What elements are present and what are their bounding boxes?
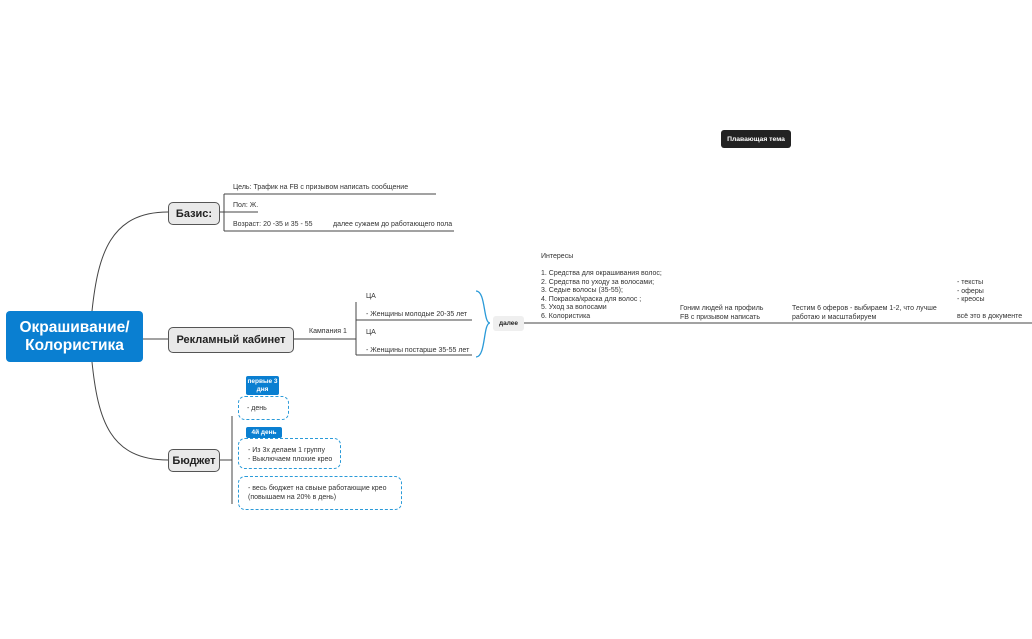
basis-gender: Пол: Ж. <box>233 202 259 209</box>
floating-topic[interactable]: Плавающая тема <box>721 130 791 148</box>
branch-ads-cabinet[interactable]: Рекламный кабинет <box>168 327 294 353</box>
assets-topic: - тексты - оферы - креосы всё это в доку… <box>957 279 1022 322</box>
interests-line: 2. Средства по уходу за волосами; <box>541 278 655 286</box>
audience-2-desc: - Женщины постарше 35-55 лет <box>366 347 470 354</box>
first-days-text: - день <box>247 405 267 412</box>
final-budget-line: (повышаем на 20% в день) <box>248 493 337 501</box>
interests-line: 6. Колористика <box>541 312 591 320</box>
interests-line <box>541 262 662 271</box>
basis-age-note: далее сужаем до работающего пола <box>333 221 453 228</box>
final-budget-line: - весь бюджет на свыые работающие крео <box>248 485 387 492</box>
interests-line: 3. Седые волосы (35-55); <box>541 287 623 294</box>
branch-basis[interactable]: Базис: <box>168 202 220 225</box>
assets-line: - оферы <box>957 287 984 295</box>
audience-1-desc: - Женщины молодые 20-35 лет <box>366 311 468 318</box>
drive-traffic-line: FB с призывом написать <box>680 313 761 321</box>
test-offers-topic: Тестим 6 оферов - выбираем 1-2, что лучш… <box>792 305 937 322</box>
interests-line: 4. Покраска/краска для волос ; <box>541 295 642 303</box>
test-offers-line: Тестим 6 оферов - выбираем 1-2, что лучш… <box>792 305 937 312</box>
first-days-tag-label: первые 3 дня <box>247 378 278 393</box>
audience-1-title: ЦА <box>366 293 376 300</box>
interests-line: Интересы <box>541 253 574 260</box>
fourth-day-tag-label: 4й день <box>251 428 277 436</box>
assets-line <box>957 305 1022 314</box>
first-days-tag: первые 3 дня <box>246 376 279 395</box>
interests-line: 1. Средства для окрашивания волос; <box>541 270 662 277</box>
fourth-day-line: - Выключаем плохие крео <box>248 455 333 463</box>
root-label: Окрашивание/ Колористика <box>19 318 130 354</box>
final-budget-box[interactable]: - весь бюджет на свыые работающие крео (… <box>238 476 402 510</box>
assets-line: - тексты <box>957 279 984 286</box>
fourth-day-tag: 4й день <box>246 427 282 438</box>
first-days-box[interactable]: - день <box>238 396 289 420</box>
next-topic[interactable]: далее <box>493 316 524 331</box>
assets-line: всё это в документе <box>957 313 1023 320</box>
branch-basis-label: Базис: <box>175 207 213 220</box>
test-offers-line: работаю и масштабируем <box>792 313 877 321</box>
audience-2-title: ЦА <box>366 329 376 336</box>
next-topic-label: далее <box>498 320 518 327</box>
drive-traffic-topic: Гоним людей на профиль FB с призывом нап… <box>680 305 763 322</box>
interests-list: Интересы 1. Средства для окрашивания вол… <box>541 253 662 321</box>
campaign-label: Кампания 1 <box>309 328 347 335</box>
floating-topic-label: Плавающая тема <box>727 135 785 143</box>
basis-age: Возраст: 20 -35 и 35 - 55 <box>233 221 313 228</box>
interests-line: 5. Уход за волосами <box>541 304 607 311</box>
branch-ads-cabinet-label: Рекламный кабинет <box>176 334 286 346</box>
fourth-day-line: - Из 3х делаем 1 группу <box>248 447 325 454</box>
root-topic[interactable]: Окрашивание/ Колористика <box>6 311 143 362</box>
basis-goal: Цель: Трафик на FB с призывом написать с… <box>233 184 409 191</box>
branch-budget[interactable]: Бюджет <box>168 449 220 472</box>
assets-line: - креосы <box>957 296 985 303</box>
branch-budget-label: Бюджет <box>172 454 216 467</box>
fourth-day-box[interactable]: - Из 3х делаем 1 группу - Выключаем плох… <box>238 438 341 469</box>
drive-traffic-line: Гоним людей на профиль <box>680 305 764 312</box>
